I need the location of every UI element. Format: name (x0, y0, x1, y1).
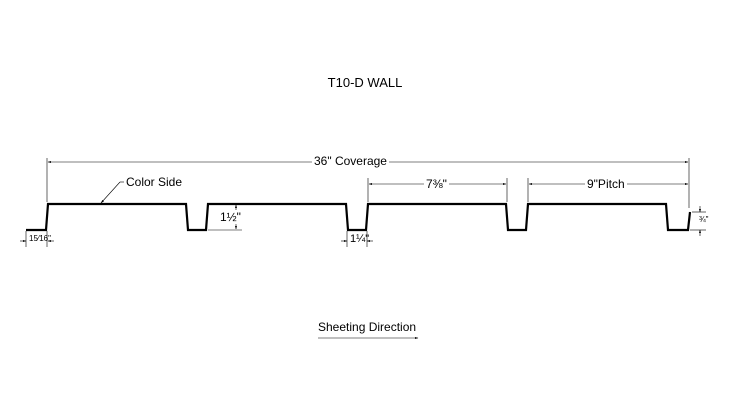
color-side-label: Color Side (124, 175, 185, 189)
rib-height-label: 1½" (218, 210, 243, 224)
panel-depth-label: ¾" (699, 215, 709, 224)
pitch-label: 9"Pitch (585, 177, 627, 191)
rib-spacing-label: 7⅜" (424, 177, 449, 191)
edge-width-label: 15⁄16" (29, 234, 51, 243)
drawing-title: T10-D WALL (327, 75, 403, 90)
panel-profile-line (26, 202, 692, 232)
rib-bottom-width-label: 1¼" (350, 233, 370, 245)
coverage-label: 36" Coverage (312, 154, 389, 168)
sheeting-direction-label: Sheeting Direction (318, 320, 417, 334)
color-side-leader (100, 181, 121, 204)
